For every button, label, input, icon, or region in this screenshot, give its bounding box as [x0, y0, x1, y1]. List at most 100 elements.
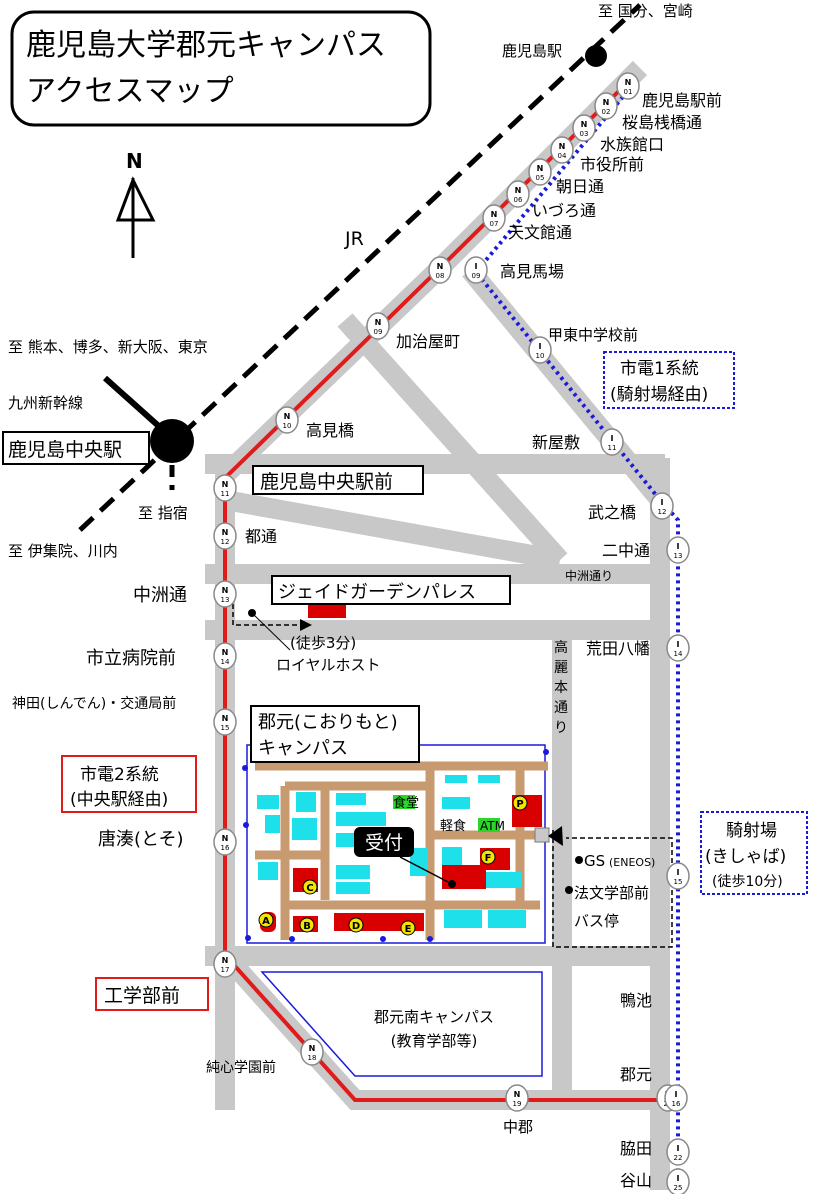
stop-label-n09: 加治屋町	[396, 332, 460, 351]
svg-text:15: 15	[674, 878, 683, 886]
building-d-label: D	[352, 921, 360, 932]
stop-label-i22: 脇田	[620, 1139, 652, 1158]
building-c-label: C	[306, 883, 313, 894]
jade-garden-label: ジェイドガーデンパレス	[278, 582, 476, 603]
svg-text:N: N	[559, 142, 566, 151]
jr-label: JR	[344, 228, 364, 250]
tram-stop-i12-icon: I12	[650, 492, 674, 520]
campus-name-label: 郡元(こおりもと)	[258, 712, 398, 733]
svg-text:13: 13	[674, 552, 683, 560]
svg-text:N: N	[222, 586, 229, 595]
building-e-label: E	[405, 924, 412, 935]
svg-text:12: 12	[221, 538, 230, 546]
building-b-label: B	[303, 921, 311, 932]
kishaba-reading: (きしゃば)	[705, 847, 786, 867]
svg-text:N: N	[222, 480, 229, 489]
parking-label: P	[516, 799, 523, 810]
svg-text:N: N	[437, 262, 444, 271]
svg-text:04: 04	[558, 152, 567, 160]
tram-stop-n02-icon: N02	[594, 92, 618, 120]
building-f-label: F	[485, 853, 492, 864]
svg-text:N: N	[222, 714, 229, 723]
line2-sub: (中央駅経由)	[70, 790, 168, 810]
walk-3min-label: (徒歩3分)	[290, 634, 356, 652]
svg-text:09: 09	[472, 272, 481, 280]
north-label: N	[126, 149, 143, 173]
svg-text:16: 16	[672, 1100, 681, 1108]
svg-text:12: 12	[658, 508, 667, 516]
stop-label-n16: 唐湊(とそ)	[98, 829, 184, 850]
svg-text:N: N	[222, 834, 229, 843]
tram-stop-n14-icon: N14	[213, 642, 237, 670]
svg-text:10: 10	[536, 352, 545, 360]
stop-label-n10: 高見橋	[306, 421, 354, 440]
bus-stop-label-2: バス停	[574, 912, 619, 930]
stop-label-i11: 武之橋	[588, 503, 636, 522]
south-campus-sub: (教育学部等)	[391, 1032, 478, 1050]
svg-text:14: 14	[674, 650, 683, 658]
line1-sub: (騎射場経由)	[610, 385, 708, 405]
stop-label-n05: 朝日通	[556, 177, 604, 196]
svg-text:15: 15	[221, 724, 230, 732]
walk-path	[232, 596, 346, 651]
svg-text:22: 22	[674, 1154, 683, 1162]
line1-title: 市電1系統	[620, 359, 699, 379]
tram-stop-i13-icon: I13	[666, 536, 690, 564]
svg-text:03: 03	[580, 130, 589, 138]
tram-stop-n07-icon: N07	[482, 204, 506, 232]
stop-label-i12: 二中通	[602, 541, 650, 560]
svg-text:09: 09	[374, 328, 383, 336]
bus-stop-area: GS (ENEOS) 法文学部前 バス停	[548, 826, 673, 948]
stop-label-n12: 都通	[245, 527, 277, 546]
svg-text:N: N	[625, 78, 632, 87]
eneos-label: (ENEOS)	[609, 856, 655, 869]
stop-label-n20: 郡元	[620, 1065, 652, 1084]
kishaba-label: 騎射場	[726, 821, 777, 841]
svg-text:N: N	[581, 120, 588, 129]
svg-text:08: 08	[436, 272, 445, 280]
tram-stop-n16-icon: N16	[213, 828, 237, 856]
stop-label-n19: 中郡	[503, 1118, 533, 1136]
svg-text:N: N	[375, 318, 382, 327]
kishaba-walk: (徒歩10分)	[712, 874, 783, 890]
svg-text:N: N	[515, 186, 522, 195]
svg-text:I: I	[677, 1144, 680, 1153]
tram-line-1	[473, 84, 680, 1190]
svg-text:I: I	[539, 342, 542, 351]
svg-text:19: 19	[513, 1100, 522, 1108]
tram-stop-n04-icon: N04	[550, 136, 574, 164]
title-box: 鹿児島大学郡元キャンパス アクセスマップ	[10, 10, 432, 127]
tram-stop-n05-icon: N05	[528, 158, 552, 186]
svg-text:N: N	[309, 1044, 316, 1053]
map-labels: 至 国分、宮崎 鹿児島駅 JR 至 熊本、博多、新大阪、東京 九州新幹線 至 指…	[8, 2, 722, 1190]
tram-stop-i22-icon: I22	[666, 1138, 690, 1166]
tram-stop-n11-icon: N11	[213, 474, 237, 502]
south-campus-label: 郡元南キャンパス	[374, 1008, 494, 1026]
stop-label-n15: 神田(しんでん)・交通局前	[12, 695, 176, 712]
atm-label: ATM	[480, 819, 505, 833]
svg-text:13: 13	[221, 596, 230, 604]
tram-stop-n15-icon: N15	[213, 708, 237, 736]
stop-label-n08: 高見馬場	[500, 262, 564, 281]
tram-stop-i14-icon: I14	[666, 634, 690, 662]
line2-title: 市電2系統	[80, 765, 159, 785]
tram-stop-markers-n: N01N02N03N04N05N06N07N08N09N10N11N12N13N…	[213, 72, 680, 1112]
svg-text:11: 11	[221, 490, 230, 498]
jr-line	[78, 3, 642, 532]
stop-label-i09: 甲東中学校前	[548, 326, 638, 344]
chuo-station-dot	[150, 419, 194, 463]
tram-stop-n08-icon: N08	[428, 256, 452, 284]
kogakubu-box-label: 工学部前	[104, 985, 180, 1007]
north-arrow-icon: N	[115, 149, 156, 258]
svg-text:I: I	[677, 542, 680, 551]
to-ibusuki-label: 至 指宿	[138, 504, 188, 522]
tram-stop-i15-icon: I15	[666, 862, 690, 890]
gs-label: GS	[584, 852, 605, 870]
south-campus: 郡元南キャンパス (教育学部等)	[260, 971, 543, 1077]
svg-text:I: I	[611, 434, 614, 443]
stop-label-i25: 谷山	[620, 1171, 652, 1190]
tram-stop-n17-icon: N17	[213, 950, 237, 978]
bus-stop-label: 法文学部前	[574, 884, 649, 902]
